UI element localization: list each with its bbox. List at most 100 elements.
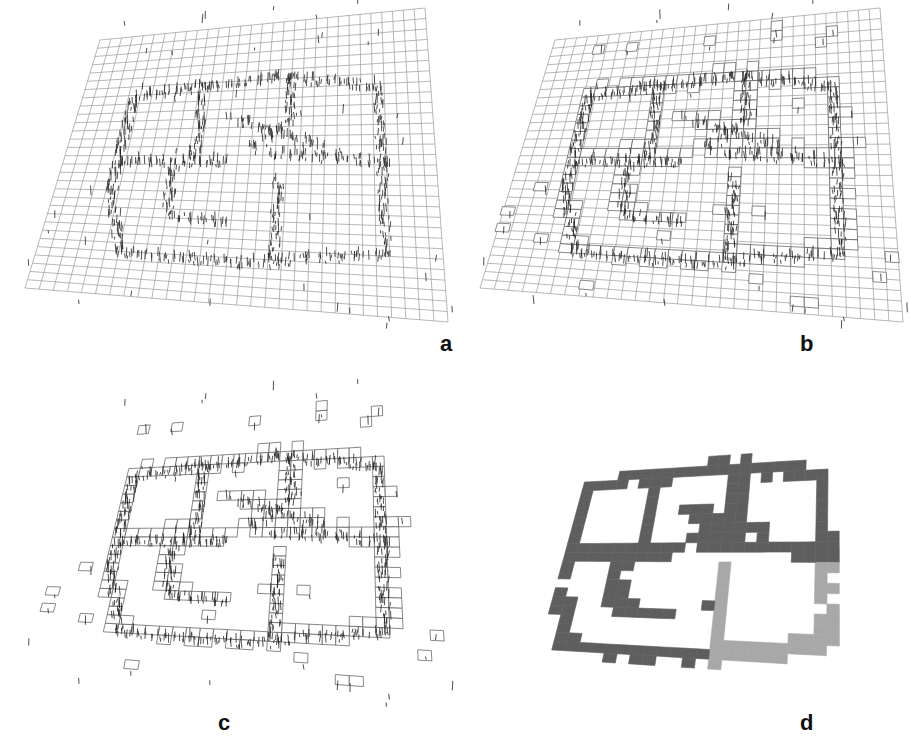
point-tick — [840, 253, 841, 257]
point-tick — [385, 238, 387, 245]
point-tick — [250, 76, 251, 82]
point-tick — [199, 79, 200, 89]
occupancy-cell — [640, 85, 653, 95]
point-tick — [733, 190, 734, 194]
point-tick — [649, 81, 651, 88]
point-tick — [835, 113, 836, 120]
occupancy-cell — [793, 68, 805, 79]
point-tick — [733, 77, 734, 80]
point-tick — [836, 167, 838, 175]
point-tick — [108, 179, 109, 182]
point-tick — [262, 132, 263, 142]
point-tick — [822, 85, 824, 91]
point-tick — [568, 189, 570, 198]
point-tick — [161, 90, 163, 95]
point-tick — [199, 132, 201, 142]
point-tick — [286, 78, 287, 83]
point-tick — [659, 122, 660, 128]
point-tick — [257, 75, 259, 85]
point-tick — [680, 158, 682, 164]
point-tick — [276, 72, 277, 79]
point-tick — [749, 110, 751, 119]
occupancy-cell — [533, 234, 549, 243]
point-tick — [833, 167, 834, 173]
point-tick — [276, 231, 278, 235]
point-tick — [263, 259, 265, 268]
point-tick — [368, 250, 370, 260]
point-tick — [736, 259, 738, 263]
point-tick — [685, 254, 686, 264]
point-tick — [838, 221, 840, 227]
point-tick — [760, 156, 761, 161]
point-tick — [389, 158, 390, 167]
occupancy-cell — [842, 158, 855, 168]
point-tick — [367, 87, 368, 91]
point-tick — [164, 193, 166, 196]
point-tick — [131, 156, 132, 164]
point-tick — [354, 251, 356, 261]
point-tick — [690, 256, 692, 264]
grid-line — [790, 17, 793, 313]
grid-line — [28, 280, 448, 312]
occupancy-cell — [642, 76, 655, 86]
point-tick — [572, 182, 574, 191]
point-tick — [743, 90, 744, 95]
point-tick — [356, 157, 358, 166]
point-tick — [569, 235, 570, 239]
point-tick — [388, 173, 389, 177]
point-tick — [748, 119, 749, 127]
point-tick — [300, 111, 302, 117]
occupancy-cell — [818, 248, 832, 259]
point-tick — [254, 142, 256, 147]
point-tick — [638, 258, 640, 262]
point-tick — [724, 150, 725, 156]
point-tick — [309, 134, 310, 141]
point-tick — [796, 151, 797, 159]
point-tick — [812, 254, 814, 261]
point-tick — [789, 249, 791, 257]
point-tick — [564, 207, 565, 215]
grid-line — [414, 9, 434, 321]
point-tick — [162, 203, 164, 208]
point-tick — [239, 79, 240, 83]
point-tick — [645, 149, 646, 152]
point-tick — [744, 84, 745, 87]
occupancy-cell — [831, 239, 845, 250]
point-tick — [284, 146, 285, 154]
point-tick — [801, 82, 803, 86]
point-tick — [308, 249, 310, 258]
point-tick — [713, 261, 714, 265]
occupancy-cell — [655, 148, 669, 157]
point-tick — [261, 74, 262, 81]
grid-line — [279, 21, 295, 309]
occupancy-cell — [842, 168, 855, 178]
point-tick — [776, 30, 777, 38]
point-tick — [270, 239, 272, 245]
point-tick — [582, 112, 584, 120]
point-tick — [321, 32, 323, 37]
occupancy-cell — [605, 148, 619, 157]
point-tick — [735, 180, 737, 189]
point-tick — [620, 251, 622, 258]
point-tick — [198, 113, 200, 119]
point-tick — [736, 226, 738, 232]
point-tick — [750, 81, 751, 91]
point-tick — [740, 108, 742, 113]
occupancy-cell — [829, 168, 842, 178]
point-tick — [133, 103, 135, 109]
point-tick — [174, 92, 176, 97]
point-tick — [586, 159, 587, 164]
point-tick — [189, 162, 190, 168]
point-tick — [114, 237, 115, 240]
point-tick — [739, 147, 741, 154]
point-tick — [727, 129, 728, 133]
point-tick — [383, 157, 385, 164]
point-tick — [681, 82, 682, 88]
grid-line — [382, 12, 392, 317]
point-tick — [279, 213, 280, 217]
point-tick — [337, 252, 339, 258]
point-tick — [115, 176, 117, 182]
point-tick — [775, 255, 777, 258]
point-tick — [756, 152, 758, 159]
point-tick — [279, 244, 280, 248]
